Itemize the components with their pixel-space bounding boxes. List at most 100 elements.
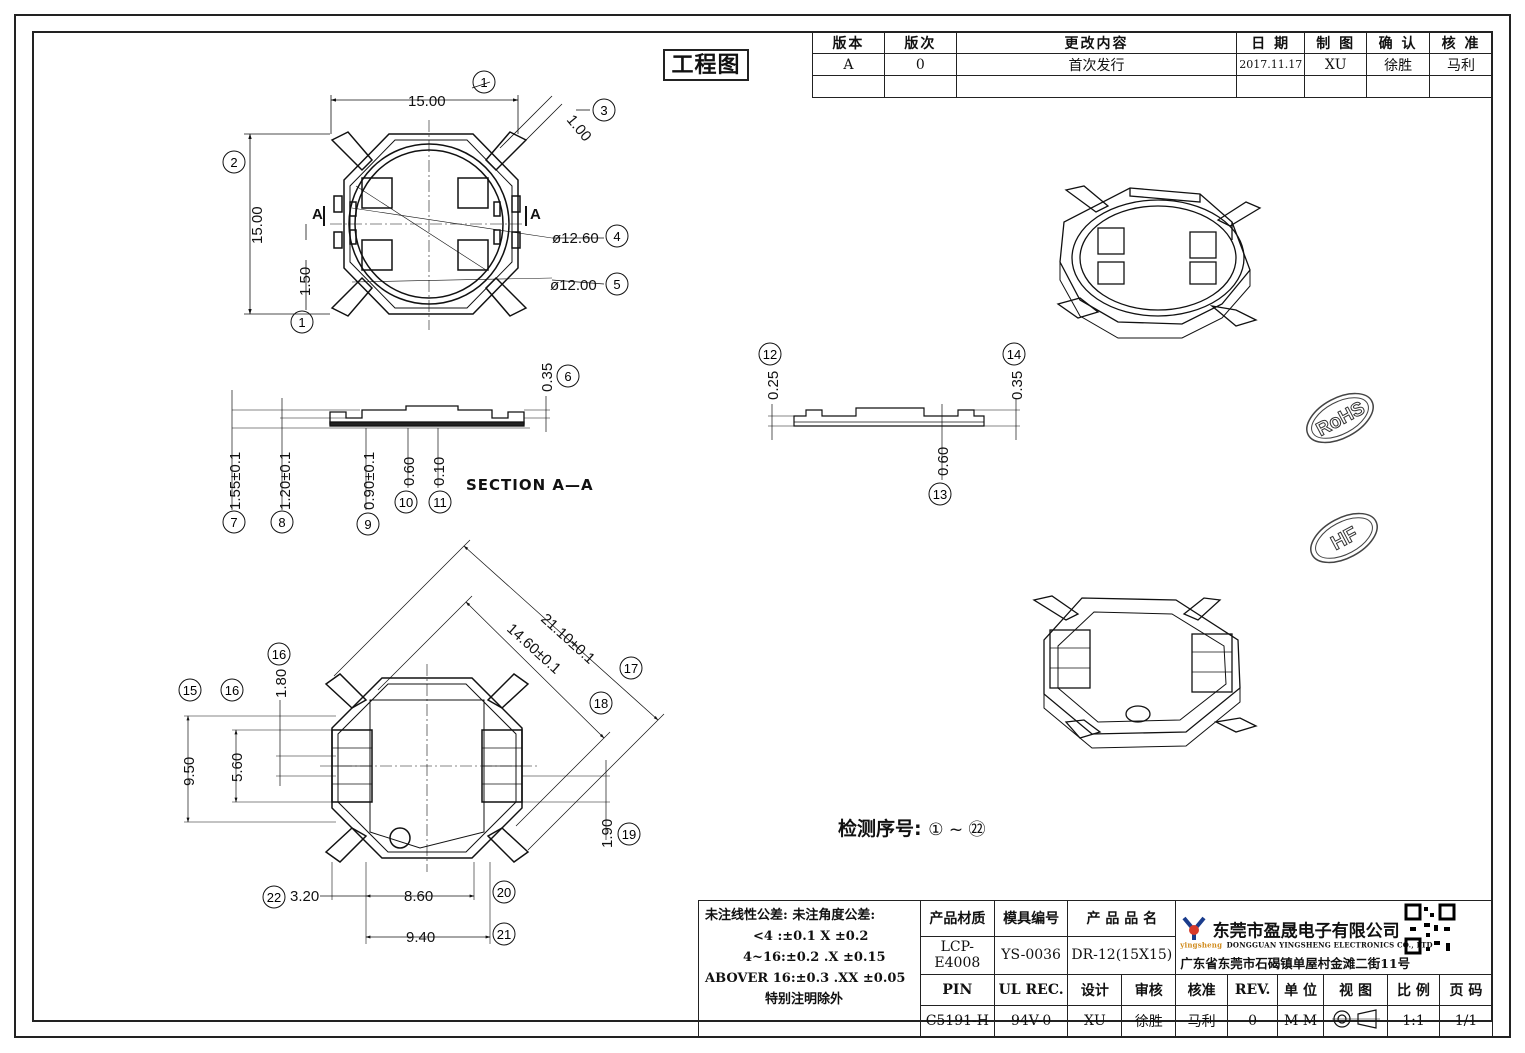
diag-line-2 [351,277,553,283]
leader-line [551,279,605,285]
balloon-text: 11 [433,495,447,510]
iso-bottom-body [1043,597,1241,735]
balloon-text: 7 [230,515,237,530]
h-ul: UL REC. [993,974,1069,1006]
tolerance-notes: 未注线性公差: 未注角度公差: <4 :±0.1 X ±0.2 4~16:±0.… [698,900,921,1037]
iso-top-body-base [1059,262,1251,339]
balloon-text: 12 [763,347,777,362]
iso-view-top [1056,185,1262,339]
page: 1/1 [1438,1005,1494,1037]
iso-top-term-1 [1064,185,1110,213]
section-label: SECTION A—A [466,476,594,494]
balloon-6 [556,364,580,388]
iso-top-body [1059,187,1251,325]
qr-mod [1424,907,1429,911]
dim-0-60-side: 0.60 [935,447,952,476]
design: XU [1067,1005,1123,1037]
dim-15-00-v: 15.00 [249,206,266,244]
company-en-line: yingsheng DONGGUAN YINGSHENG ELECTRONICS… [1180,937,1488,953]
bottom-term-tl [324,673,368,709]
iso-top-ring-outer [1071,199,1245,317]
balloon-18 [589,691,613,715]
dim-1-50: 1.50 [297,267,314,296]
outer-frame [14,14,1511,1038]
product: DR-12(15X15) [1067,935,1177,976]
dim-line [377,595,473,691]
balloon-text: 16 [225,683,239,698]
top-view-labels: 15.00 15.00 1.00 1.50 ø12.60 ø12.00 A A [249,93,599,296]
balloon-10 [394,490,418,514]
dim-1-80: 1.80 [273,669,290,698]
balloon-text: 10 [399,495,413,510]
iso-top-term-4 [1209,304,1258,327]
dim-line [509,103,563,157]
balloon-8 [270,510,294,534]
top-view-balloon-text: 1 2 3 4 5 1 [230,75,620,330]
company-name-cn: 东莞市盈晟电子有限公司 [1212,921,1400,942]
side-labels: 0.25 0.35 0.60 [765,371,1026,476]
qr-mod [1434,925,1439,931]
section-a-right: A [530,206,541,223]
terminal-top-left [330,131,374,172]
pad-br [457,239,489,271]
balloon-text: 3 [600,103,607,118]
balloon-text: 5 [613,277,620,292]
section-labels: 0.35 1.55±0.1 1.20±0.1 0.90±0.1 0.60 0.1… [227,363,556,510]
hf-stamp: HF [1310,512,1378,564]
iso-bottom-pad-r [1191,633,1233,693]
h-view: 视 图 [1323,974,1389,1006]
rev-header-change: 更改内容 [955,31,1238,54]
section-balloon-text: 6 7 8 9 10 11 [230,369,571,532]
iso-top-pad-4 [1189,261,1217,285]
projection-symbol [1323,1005,1389,1037]
balloon-text: 1 [298,315,305,330]
slot-r1 [511,195,521,213]
dim-0-35: 0.35 [539,363,556,392]
iso-top-ring-inner [1079,205,1237,311]
h-mold: 模具编号 [993,900,1069,937]
tolerance-line-5: 特别注明除外 [765,992,844,1007]
h-product: 产 品 品 名 [1067,900,1177,937]
balloon-text: 13 [933,487,947,502]
diag-line-3 [355,185,487,271]
tab-l2 [349,229,357,245]
rohs-stamp: RoHS [1306,392,1374,444]
iso-top-term-2 [1216,201,1262,227]
dim-line [527,713,665,851]
approve: 马利 [1175,1005,1229,1037]
qr-mod [1444,927,1451,931]
top-view [244,81,605,330]
balloon-20 [492,880,516,904]
balloon-text: 6 [564,369,571,384]
mold: YS-0036 [993,935,1069,976]
bottom-term-bl [324,827,368,863]
company-block: 东莞市盈晟电子有限公司 yingsheng D [1175,900,1493,975]
inspection-note: 检测序号: ① ~ ㉒ [838,814,986,841]
h-page: 页 码 [1438,974,1494,1006]
dim-3-20: 3.20 [290,888,319,905]
dim-1-20: 1.20±0.1 [277,452,294,510]
balloon-text: 18 [594,696,608,711]
balloon-text: 16 [272,647,286,662]
balloon-1b [290,310,314,334]
qr-finder [1404,903,1422,921]
iso-bottom-body-base [1043,688,1241,749]
dim-1-90: 1.90 [599,819,616,848]
projection-cone [1356,1009,1377,1029]
inspection-note-label: 检测序号: [838,818,922,840]
dim-line [499,95,553,149]
top-view-balloons [222,70,629,334]
balloon-19 [617,822,641,846]
terminal-bottom-left [330,276,374,317]
drawing-title: 工程图 [663,49,749,81]
company-logo-text: yingsheng [1180,940,1223,950]
iso-bottom-inner [1057,611,1227,723]
bottom-term-br [486,827,530,863]
iso-bottom-pad-l [1049,629,1091,689]
revision-empty-row [812,75,1493,98]
dim-0-25: 0.25 [765,371,782,400]
balloon-4 [605,224,629,248]
title-block-row-3: PIN UL REC. 设计 审核 核准 REV. 单 位 视 图 比 例 页 … [699,974,1494,1006]
projection-icon [1331,1009,1380,1029]
slot-l1 [333,195,343,213]
